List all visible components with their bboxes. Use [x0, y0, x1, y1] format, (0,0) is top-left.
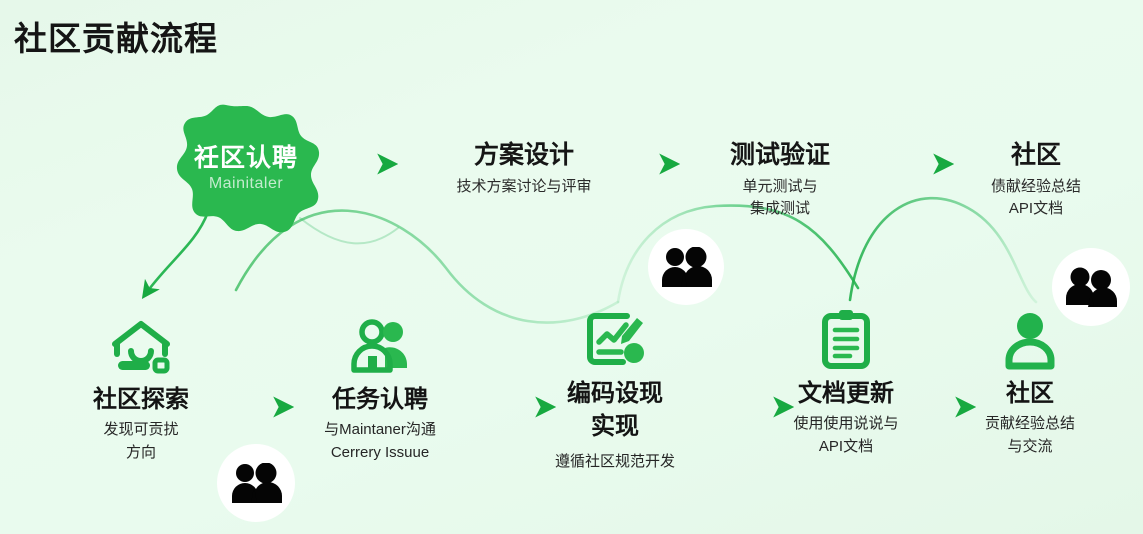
bottom-node-title: 社区 — [1006, 380, 1054, 407]
bottom-node-subline: 发现可贡扰 — [103, 421, 179, 439]
bottom-node-subline: Cerrery Issuue — [330, 444, 430, 462]
people-duo-icon — [662, 247, 712, 287]
bottom-node-subline: 方向 — [125, 444, 156, 462]
bottom-node-subline: 与交流 — [1007, 438, 1053, 456]
badge-title: 祍区认聘 — [193, 144, 298, 172]
bottom-node-title: 任务认聘 — [332, 386, 428, 413]
top-node-subline: 单元测试与 — [742, 177, 818, 195]
badge-subtitle: Mainitaler — [208, 175, 284, 192]
people-duo-icon — [232, 463, 282, 503]
home-person-icon — [41, 314, 241, 376]
top-node-design[interactable]: 方案设计 技术方案讨论与评审 — [400, 141, 648, 197]
two-people-icon — [280, 314, 480, 376]
bottom-node-subline: 贡献经验总结 — [984, 415, 1075, 433]
people-bubble-2 — [648, 229, 724, 305]
people-duo-icon — [1066, 267, 1117, 307]
bottom-node-title: 编码设现 — [567, 380, 663, 407]
top-node-community[interactable]: 社区 债献经验总结 API文档 — [936, 141, 1136, 219]
top-node-title: 方案设计 — [473, 141, 574, 169]
bottom-node-claim-task[interactable]: 任务认聘 与Maintaner沟通 Cerrery Issuue — [280, 314, 480, 464]
document-edit-icon — [515, 308, 715, 370]
bottom-node-subline: API文档 — [818, 438, 874, 456]
bottom-node-explore[interactable]: 社区探索 发现可贡扰 方向 — [41, 314, 241, 464]
bottom-node-coding[interactable]: 编码设现 实现 遵循社区规范开发 — [515, 308, 715, 472]
bottom-node-subline: 使用使用说说与 — [793, 415, 899, 433]
badge-text-block: 祍区认聘 Mainitaler — [172, 104, 320, 234]
maintainer-badge[interactable]: 祍区认聘 Mainitaler — [172, 104, 320, 234]
top-node-title: 社区 — [1010, 141, 1061, 169]
top-node-subline: 技术方案讨论与评审 — [456, 177, 592, 195]
bottom-node-title: 社区探索 — [93, 386, 189, 413]
bottom-node-subline: 与Maintaner沟通 — [324, 421, 436, 439]
top-node-test[interactable]: 测试验证 单元测试与 集成测试 — [680, 141, 880, 219]
badge-scallop-shape — [176, 104, 320, 233]
clipboard-icon — [746, 308, 946, 370]
bottom-node-subline: 遵循社区规范开发 — [554, 452, 675, 470]
bottom-node-docs[interactable]: 文档更新 使用使用说说与 API文档 — [746, 308, 946, 458]
people-bubble-3 — [1052, 248, 1130, 326]
top-node-subline: API文档 — [1008, 199, 1064, 217]
person-icon — [930, 308, 1130, 370]
people-bubble-1 — [217, 444, 295, 522]
bottom-node-community[interactable]: 社区 贡献经验总结 与交流 — [930, 308, 1130, 458]
bottom-node-title-line2: 实现 — [591, 413, 639, 441]
bottom-node-title: 文档更新 — [798, 380, 894, 407]
page-title: 社区贡献流程 — [14, 20, 218, 57]
top-node-subline: 集成测试 — [749, 199, 810, 217]
top-node-subline: 债献经验总结 — [990, 177, 1081, 195]
top-node-title: 测试验证 — [729, 141, 830, 169]
